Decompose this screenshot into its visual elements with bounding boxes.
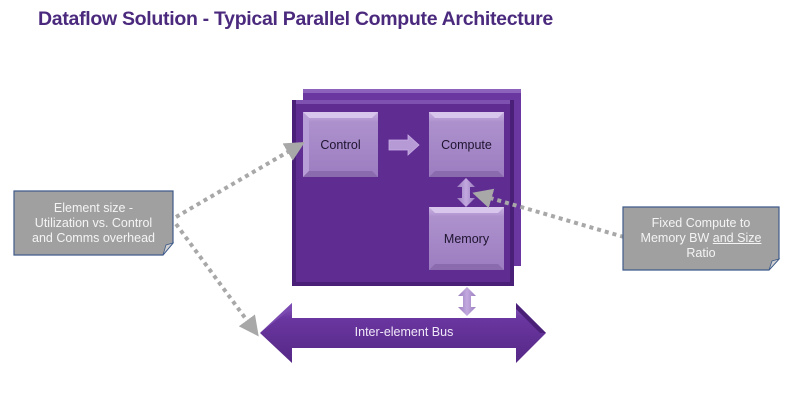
control-label: Control	[320, 137, 361, 152]
note-right-line2: Memory BW and Size	[641, 231, 762, 246]
memory-label: Memory	[443, 231, 490, 246]
connector-to-bus	[174, 222, 259, 337]
element-bus-arrow	[458, 287, 476, 316]
note-right-shape	[622, 206, 781, 271]
note-right-line2-plain: Memory BW	[640, 231, 713, 245]
connector-to-compute-memory	[472, 188, 625, 239]
note-left-shape	[13, 190, 175, 256]
note-right-line2-underlined: and Size	[712, 231, 762, 245]
note-left-line1: Element size -	[53, 200, 134, 215]
inter-element-bus[interactable]	[260, 303, 546, 363]
compute-block[interactable]	[429, 112, 504, 177]
compute-memory-arrow	[457, 178, 475, 207]
note-right: Fixed Compute to Memory BW and Size Rati…	[623, 207, 779, 270]
note-left: Element size - Utilization vs. Control a…	[14, 191, 173, 255]
note-right-line1: Fixed Compute to	[651, 216, 751, 230]
note-left-line3: and Comms overhead	[32, 230, 155, 245]
page-title: Dataflow Solution - Typical Parallel Com…	[38, 8, 553, 30]
note-left-line2: Utilization vs. Control	[34, 215, 153, 230]
connector-to-control	[174, 141, 305, 219]
compute-label: Compute	[441, 137, 492, 152]
note-right-line3: Ratio	[686, 246, 716, 260]
memory-block[interactable]	[429, 207, 504, 270]
control-to-compute-arrow	[388, 134, 420, 156]
bus-label: Inter-element Bus	[354, 325, 454, 339]
control-block[interactable]	[303, 112, 378, 177]
